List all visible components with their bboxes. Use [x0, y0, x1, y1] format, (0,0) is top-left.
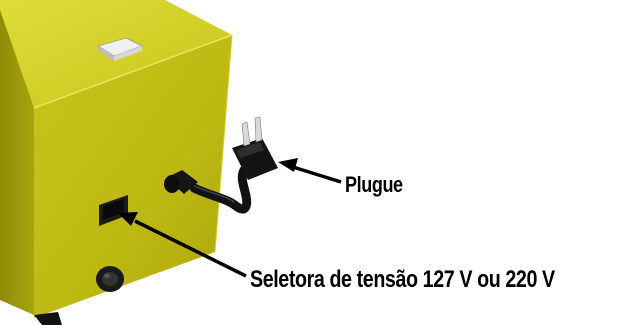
box-side-face — [0, 0, 34, 315]
plug-arrow — [278, 158, 342, 184]
voltage-selector-label: Seletora de tensão 127 V ou 220 V — [250, 266, 555, 293]
fuse-holder-icon — [96, 266, 124, 292]
box-front-face — [34, 35, 232, 318]
plug-icon — [164, 116, 278, 214]
power-switch-icon — [97, 37, 144, 61]
voltage-switch-icon — [99, 195, 128, 226]
selector-arrow — [118, 212, 247, 278]
plug-label: Plugue — [345, 172, 403, 197]
box-foot — [34, 312, 62, 325]
